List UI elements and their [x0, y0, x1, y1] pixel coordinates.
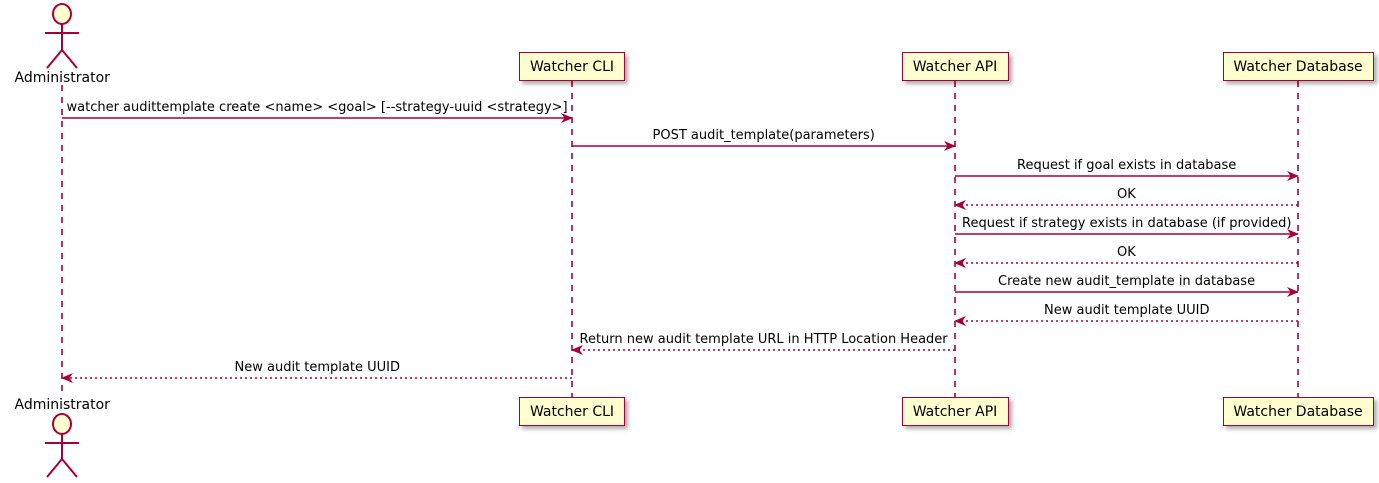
- message-label-5: OK: [1117, 245, 1136, 260]
- message-label-6: Create new audit_template in database: [998, 274, 1256, 289]
- message-label-4: Request if strategy exists in database (…: [962, 216, 1292, 231]
- participant-box-watcher-cli-bottom[interactable]: Watcher CLI: [519, 397, 625, 426]
- message-label-7: New audit template UUID: [1044, 303, 1210, 318]
- participant-box-watcher-api-bottom[interactable]: Watcher API: [901, 397, 1009, 426]
- participant-label: Watcher API: [912, 403, 998, 420]
- participant-label: Watcher CLI: [529, 403, 615, 420]
- actor-label-administrator-bottom: Administrator: [14, 397, 110, 413]
- participant-box-watcher-db-bottom[interactable]: Watcher Database: [1222, 397, 1374, 426]
- participant-box-watcher-db-top[interactable]: Watcher Database: [1222, 52, 1374, 81]
- message-label-9: New audit template UUID: [234, 360, 400, 375]
- message-label-1: POST audit_template(parameters): [652, 128, 875, 143]
- participant-box-watcher-api-top[interactable]: Watcher API: [901, 52, 1009, 81]
- message-label-2: Request if goal exists in database: [1017, 158, 1237, 173]
- participant-label: Watcher API: [912, 58, 998, 75]
- message-label-3: OK: [1117, 187, 1136, 202]
- participant-label: Watcher Database: [1233, 58, 1363, 75]
- participant-box-watcher-cli-top[interactable]: Watcher CLI: [519, 52, 625, 81]
- participant-label: Watcher Database: [1233, 403, 1363, 420]
- actor-label-administrator-top: Administrator: [14, 70, 110, 86]
- participant-label: Watcher CLI: [529, 58, 615, 75]
- message-label-0: watcher audittemplate create <name> <goa…: [66, 100, 568, 115]
- lifelines-group: [61, 81, 1299, 397]
- message-arrows-group: [61, 113, 1299, 383]
- message-label-8: Return new audit template URL in HTTP Lo…: [579, 332, 948, 347]
- actor-figure-administrator-top: [45, 3, 79, 69]
- actor-figure-administrator-bottom: [45, 413, 79, 478]
